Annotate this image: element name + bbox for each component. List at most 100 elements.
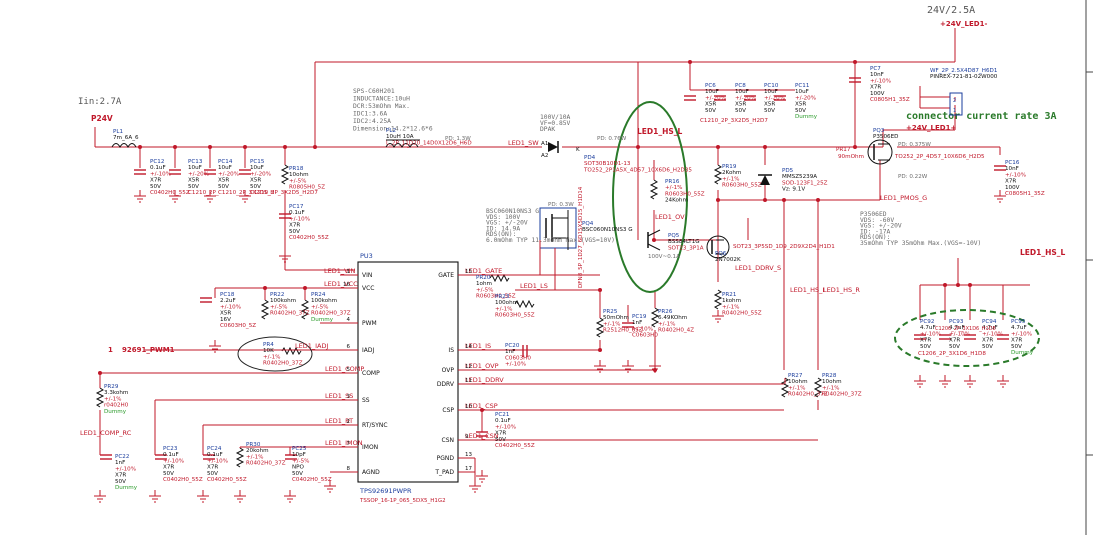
ic-pin-wires bbox=[99, 240, 819, 480]
net-led1-hs-l-mid: LED1_HS_L bbox=[790, 286, 826, 294]
part-pl1-line-1: 7m_6A_6 bbox=[113, 135, 139, 141]
part-pq5-line-1: BSS84LT1G bbox=[668, 239, 700, 245]
part-pc8-line-1: 10uF bbox=[735, 89, 749, 95]
inductor-note-line-5: Dimension:14.2*12.6*6 bbox=[353, 126, 433, 133]
net-led1-ls: LED1_LS bbox=[520, 282, 548, 290]
pd-pc16: PD: 0.22W bbox=[898, 174, 928, 180]
net-led1-ddrv-s: LED1_DDRV_S bbox=[735, 264, 781, 272]
part-pr27-line-0: PR27 bbox=[788, 373, 803, 379]
ic-pin-num-5: 5 bbox=[347, 367, 351, 373]
part-pc18-line-0: PC18 bbox=[220, 292, 235, 298]
ic-package: TSSOP_16-1P_065_5DX5_H1G2 bbox=[359, 498, 446, 504]
v-ov: 100V~0.1A bbox=[648, 254, 680, 260]
part-pc23-line-1: 0.1uF bbox=[163, 452, 179, 458]
ic-pin-name-12: OVP bbox=[442, 367, 455, 374]
pmos-note-line-1: VDS: -60V bbox=[860, 217, 894, 224]
part-pr25-line-3: R2512H0_65Z bbox=[603, 328, 643, 334]
part-pc95-line-0: PC95 bbox=[1011, 319, 1026, 325]
part-pc12-line-1: 0.1uF bbox=[150, 165, 166, 171]
part-pl2-line-2: L_2P_11D20_14D0X12D6_H6D bbox=[386, 140, 472, 146]
input-current-label: Iin:2.7A bbox=[78, 97, 122, 107]
part-pc19-line-3: C0603H0 bbox=[632, 333, 658, 339]
part-pc6-line-0: PC6 bbox=[705, 83, 716, 89]
part-pr22-line-0: PR22 bbox=[270, 292, 284, 298]
part-pc21-line-1: 0.1uF bbox=[495, 418, 511, 424]
ic-pin-num-1: 1 bbox=[347, 269, 351, 275]
part-pr20-line-0: PR20 bbox=[476, 275, 491, 281]
part-pc14-line-2: +/-20% bbox=[218, 171, 239, 177]
ic-pin-num-12: 12 bbox=[465, 364, 472, 370]
connector-led1: 2 1 bbox=[949, 92, 963, 116]
part-pc15-line-0: PC15 bbox=[250, 159, 265, 165]
pd-pq3: PD: 0.375W bbox=[898, 142, 931, 148]
pd-d: PD: 0.76W bbox=[597, 136, 627, 142]
ic-pin-name-5: COMP bbox=[362, 370, 380, 377]
ic-text: PU3 TPS92691PWPR TSSOP_16-1P_065_5DX5_H1… bbox=[343, 252, 472, 504]
part-pc25-line-1: 10pF bbox=[292, 452, 306, 458]
part-pr30-line-3: R0402H0_37Z bbox=[246, 461, 286, 467]
part-pc13-line-4: 50V bbox=[188, 184, 199, 190]
part-pc16-line-0: PC16 bbox=[1005, 160, 1020, 166]
net-led1-sw: LED1_SW bbox=[508, 139, 539, 147]
ic-pin-name-3: SS bbox=[362, 397, 370, 404]
net-led1-csn: LED1_CSN bbox=[465, 432, 499, 440]
part-pc6-line-1: 10uF bbox=[705, 89, 719, 95]
ic-pin-num-10: 10 bbox=[465, 404, 472, 410]
net-p24v: P24V bbox=[91, 114, 113, 123]
net-led1-iadj: LED1_IADJ bbox=[295, 342, 328, 350]
net-led1-comp-rc: LED1_COMP_RC bbox=[80, 429, 132, 437]
part-pl1-line-0: PL1 bbox=[113, 129, 123, 135]
part-pr29-line-4: Dummy bbox=[104, 409, 127, 415]
part-pc13-line-3: X5R bbox=[188, 178, 199, 184]
svg-text:2: 2 bbox=[953, 98, 956, 104]
pq3-pkg: TO252_2P_4D57_10X6D6_H2D5 bbox=[894, 154, 985, 160]
part-pc11-line-1: 10uF bbox=[795, 89, 809, 95]
part-pc18-line-5: C0603H0_5Z bbox=[220, 323, 256, 329]
pmos-note-line-0: P3506ED bbox=[860, 211, 887, 218]
ic-pin-num-8: 8 bbox=[347, 466, 351, 472]
part-conn-line-0: WF_2P_2.5X4D87_H6D1 bbox=[930, 68, 998, 74]
part-pc19-line-0: PC19 bbox=[632, 314, 647, 320]
part-pc13-line-5: C1210_2P_ bbox=[188, 190, 219, 196]
resistor-symbols bbox=[95, 164, 823, 468]
part-pc10-line-2: +/-20% bbox=[764, 95, 785, 101]
part-pc18-line-1: 2.2uF bbox=[220, 298, 236, 304]
power-rating-label: 24V/2.5A bbox=[927, 5, 975, 16]
part-pr26-line-1: 6.49KOhm bbox=[658, 315, 687, 321]
part-pd4-line-1: SOT30B10D1-13 bbox=[584, 161, 631, 167]
inductor-note-line-3: IDC1:3.6A bbox=[353, 111, 387, 118]
part-pr29-line-2: +/-1% bbox=[104, 396, 121, 402]
ic-pin-name-11: DDRV bbox=[437, 381, 455, 388]
net-led1-vcc: LED1_VCC bbox=[324, 280, 358, 288]
mosfet-pq6 bbox=[706, 235, 730, 259]
part-pc21-line-0: PC21 bbox=[495, 412, 510, 418]
part-pc-cap-row: C1206_2P_3X1D6_H1D8 bbox=[935, 326, 996, 332]
part-pr27-line-2: +/-1% bbox=[788, 385, 805, 391]
net-led1-is: LED1_IS bbox=[465, 342, 491, 350]
inductor-pl1 bbox=[111, 143, 137, 149]
zener-pd5 bbox=[758, 174, 772, 185]
part-pc95-line-2: +/-10% bbox=[1011, 331, 1032, 337]
part-pc12-line-4: 50V bbox=[150, 184, 161, 190]
k-pin: K bbox=[576, 147, 580, 153]
ic-pin-name-2: RT/SYNC bbox=[362, 422, 388, 429]
part-pd5-line-3: Vz: 9.1V bbox=[782, 187, 805, 193]
part-pr29-line-1: 3.3kohm bbox=[104, 390, 128, 396]
part-pc21-line-2: +/-10% bbox=[495, 424, 516, 430]
mohm-90: 90mOhm bbox=[838, 154, 864, 160]
part-pq6-line-1: 2N7002K bbox=[715, 257, 741, 263]
net-labels: P24V +24V_LED1- +24V_LED1+ LED1_SW LED1_… bbox=[80, 20, 1066, 447]
input-cap-rail bbox=[139, 147, 355, 271]
part-pc16-line-3: X7R bbox=[1005, 179, 1016, 185]
part-pr30-line-2: +/-1% bbox=[246, 454, 263, 460]
part-pr29-line-0: PR29 bbox=[104, 384, 119, 390]
part-pc95-line-3: X7R bbox=[1011, 338, 1022, 344]
part-pr26-line-2: +/-1% bbox=[658, 321, 675, 327]
part-pc25-line-0: PC25 bbox=[292, 446, 307, 452]
part-pq5-line-2: SOT23_3P1A bbox=[668, 245, 704, 251]
pr17-ref: PR17 bbox=[836, 147, 851, 153]
part-pc22-line-3: X7R bbox=[115, 473, 126, 479]
part-pc11-line-2: +/-20% bbox=[795, 95, 816, 101]
mosfet-pq4 bbox=[539, 207, 577, 250]
inductor-note-line-2: DCR:53mOhm Max. bbox=[353, 103, 410, 110]
